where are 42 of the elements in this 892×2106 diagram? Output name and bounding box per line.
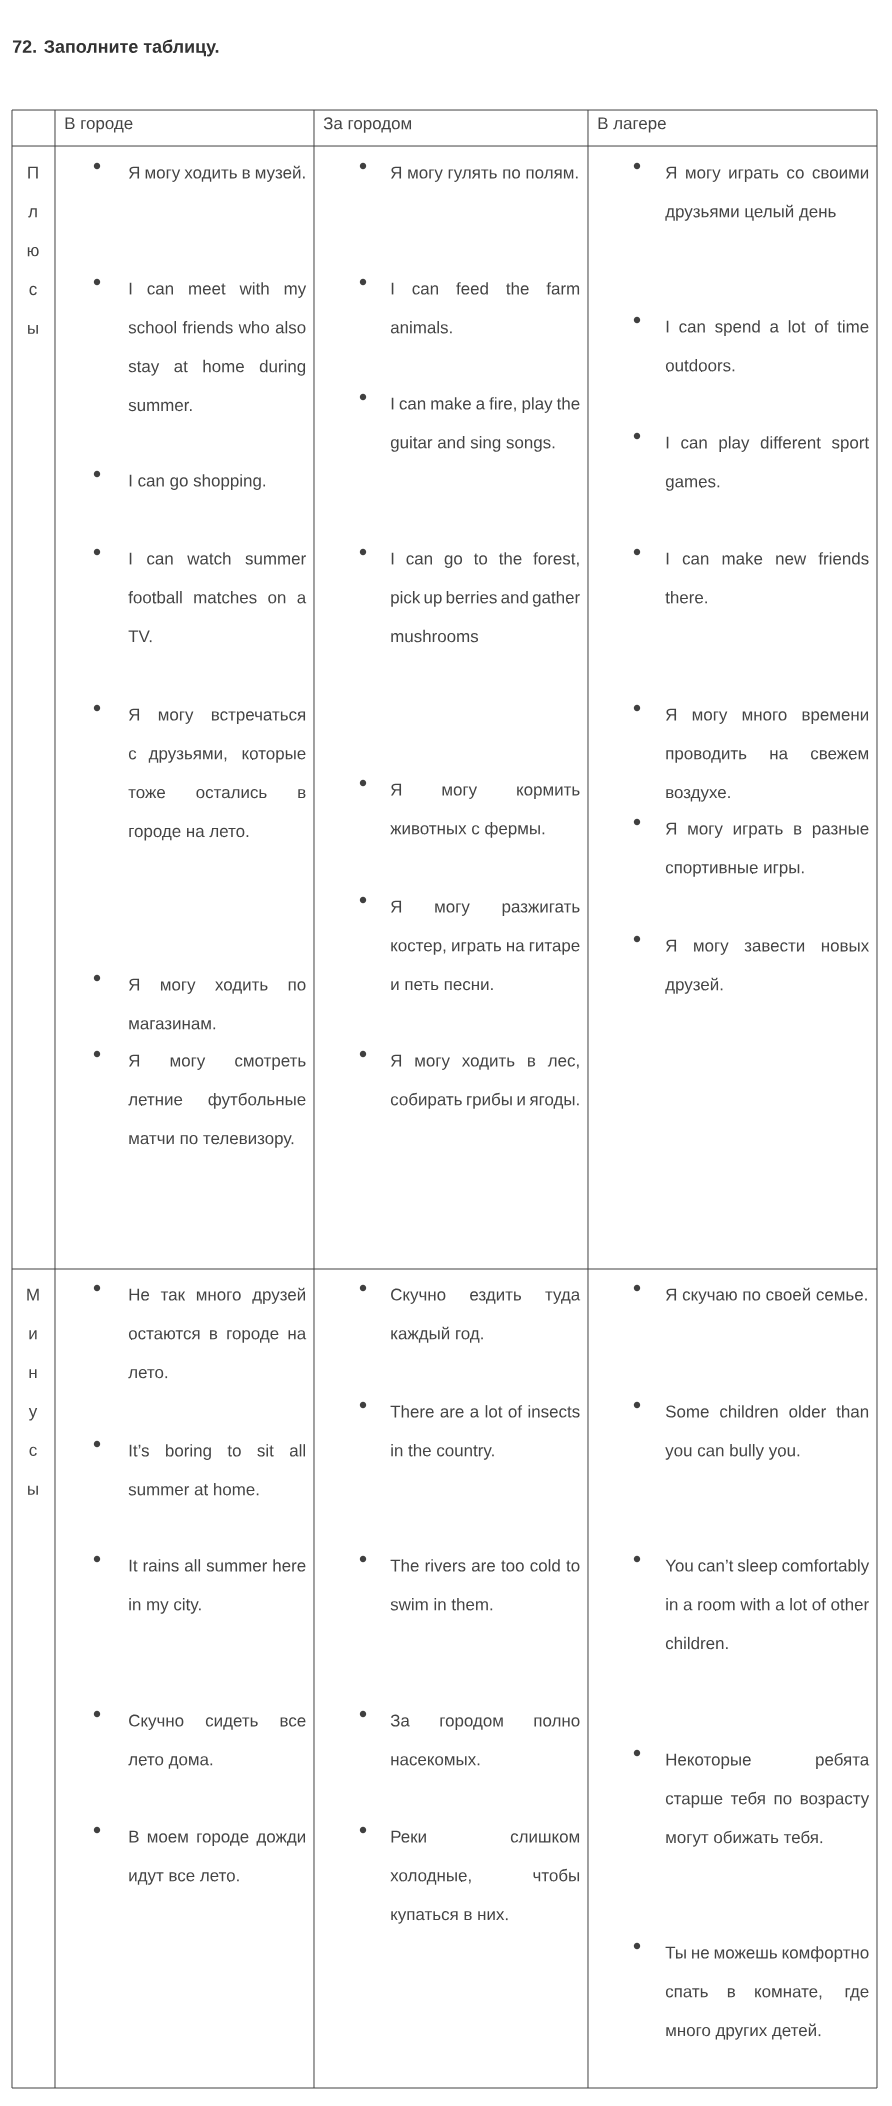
column-header: В городе	[65, 117, 133, 133]
list-item: Я могу много времени проводить на свежем воздухе.	[666, 708, 869, 802]
list-item: I can go shopping.	[129, 474, 266, 490]
list-item: Скучно сидеть все лето дома.	[128, 1714, 306, 1769]
list-item: I can meet with my school friends who also stay at home during summer.	[128, 282, 307, 412]
list-item: Я могу ходить в лес, собирать грибы и ягоды.	[390, 1054, 579, 1109]
list-item: Я могу смотреть летние футбольные матчи по телевизору.	[128, 1054, 306, 1148]
list-item: В моем городе дожди идут все лето.	[129, 1830, 305, 1885]
list-item: I can feed the farm animals.	[390, 282, 580, 334]
list-item: It rains all summer here in my city.	[129, 1559, 306, 1614]
list-item: I can spend a lot of time outdoors.	[665, 320, 869, 372]
list-item: It’s boring to sit all summer at home.	[128, 1444, 306, 1496]
task-title: 72. Заполните таблицу.	[12, 39, 219, 57]
list-item: You can’t sleep comfortably in a room with a lot of other children.	[665, 1559, 870, 1650]
list-item: I can play different sport games.	[665, 436, 870, 491]
list-item: Я могу завести новых друзей.	[665, 939, 869, 994]
list-item: The rivers are too cold to swim in them.	[390, 1559, 580, 1611]
list-item: Некоторые ребята старше тебя по возрасту могут обижать тебя.	[665, 1753, 870, 1847]
list-item: Я могу гулять по полям.	[391, 166, 578, 182]
list-item: Я могу встречаться с друзьями, которые тоже остались в городе на лето.	[128, 708, 306, 841]
row-header: Минусы	[27, 1288, 39, 1495]
list-item: Я могу ходить по магазинам.	[129, 978, 306, 1030]
list-item: There are a lot of insects in the country.	[390, 1405, 580, 1460]
list-item: Реки слишком холодные, чтобы купаться в них.	[390, 1830, 580, 1924]
list-item: Я могу разжигать костер, играть на гитаре и петь песни.	[391, 900, 580, 991]
list-item: Я скучаю по своей семье.	[666, 1287, 867, 1304]
list-item: Я могу играть со своими друзьями целый день	[665, 166, 869, 221]
list-item: Я могу ходить в музей.	[129, 165, 305, 182]
list-item: I can make a fire, play the guitar and sing songs.	[390, 397, 580, 452]
list-item: Ты не можешь комфортно спать в комнате, где много других детей.	[665, 1946, 869, 2040]
list-item: Я могу кормить животных с фермы.	[390, 783, 580, 838]
column-header: За городом	[323, 117, 411, 133]
list-item: I can go to the forest, pick up berries and gather mushrooms	[391, 552, 580, 643]
list-item: Some children older than you can bully you.	[665, 1405, 869, 1460]
list-item: Я могу играть в разные спортивные игры.	[665, 822, 869, 877]
list-item: За городом полно насекомых.	[390, 1714, 580, 1766]
list-item: Скучно ездить туда каждый год.	[391, 1288, 581, 1343]
column-header: В лагере	[598, 117, 666, 133]
list-item: Не так много друзей остаются в городе на лето.	[128, 1287, 307, 1379]
list-item: I can watch summer football matches on a TV.	[128, 552, 307, 643]
list-item: I can make new friends there.	[665, 552, 869, 604]
row-header: Плюсы	[27, 166, 39, 334]
